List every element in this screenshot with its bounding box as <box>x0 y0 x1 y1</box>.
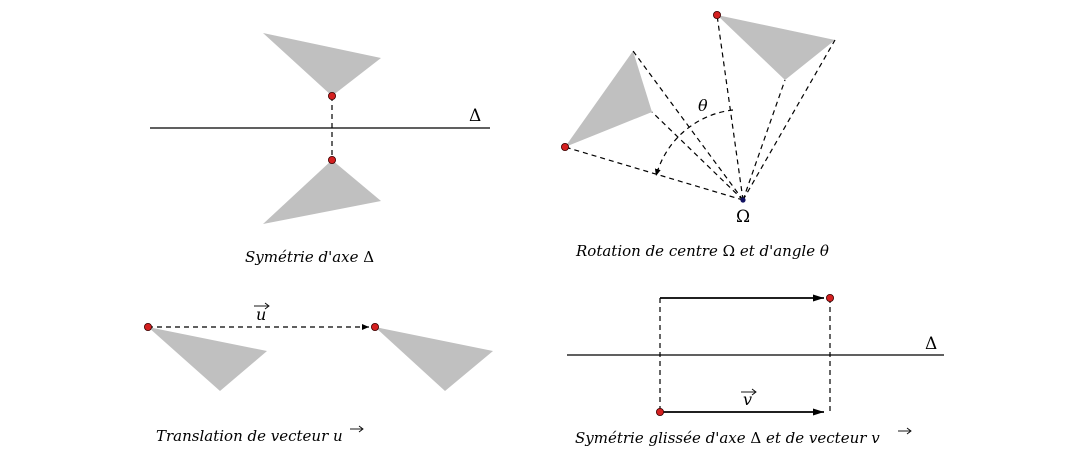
vector-v-label: v <box>741 388 757 409</box>
image-point <box>826 293 835 302</box>
caption-symbol-2: θ <box>820 242 829 260</box>
original-triangle <box>148 327 267 391</box>
ray-to-original-vertex-2 <box>651 111 744 201</box>
caption-symbol-2: v <box>871 429 880 447</box>
image-point <box>370 322 379 331</box>
original-point <box>561 142 570 151</box>
rotation-panel: θ Ω Rotation de centre Ω et d'angle θ <box>561 10 836 260</box>
caption-text: Translation de vecteur <box>156 427 333 445</box>
caption-symbol: Δ <box>363 248 374 266</box>
original-triangle <box>263 33 381 96</box>
glide-caption: Symétrie glissée d'axe Δ et de vecteur v <box>575 429 880 447</box>
axis-label: Δ <box>469 106 481 126</box>
caption-text: Symétrie d'axe <box>245 248 363 266</box>
ray-to-image-point <box>716 14 744 201</box>
rotation-center <box>740 197 746 203</box>
glide-reflection-panel: Δ v Symétrie glissée d'axe Δ et de vecte… <box>567 293 944 447</box>
caption-overarrow <box>898 427 912 435</box>
caption-text-2: et de vecteur <box>761 429 871 447</box>
rotated-triangle <box>717 15 835 80</box>
original-point <box>143 322 152 331</box>
axis-label: Δ <box>925 334 937 354</box>
reflection-panel: Δ Symétrie d'axe Δ <box>150 33 490 266</box>
original-point <box>327 92 336 101</box>
rotation-angle-arc <box>654 109 734 177</box>
vector-letter: v <box>743 390 752 409</box>
vector-letter: u <box>256 305 266 324</box>
translated-triangle <box>375 327 493 391</box>
caption-overarrow <box>350 425 364 433</box>
angle-label: θ <box>698 96 708 115</box>
caption-text-1: Symétrie glissée d'axe <box>575 429 750 447</box>
rotation-caption: Rotation de centre Ω et d'angle θ <box>575 242 829 260</box>
center-label: Ω <box>736 207 750 227</box>
caption-text-1: Rotation de centre <box>575 242 723 260</box>
caption-symbol: u <box>333 427 343 445</box>
original-triangle <box>565 51 652 147</box>
ray-to-original-point <box>564 146 744 201</box>
vector-overarrow-head <box>751 388 757 396</box>
caption-text-2: et d'angle <box>735 242 820 260</box>
ray-to-image-vertex-1 <box>742 39 836 201</box>
original-point <box>656 407 665 416</box>
reflection-caption: Symétrie d'axe Δ <box>245 248 374 266</box>
translation-panel: u Translation de vecteur u <box>143 302 493 445</box>
image-point <box>713 10 722 19</box>
ray-to-image-vertex-2 <box>742 79 786 201</box>
vector-overarrow-head <box>264 302 270 310</box>
image-point <box>327 155 336 164</box>
caption-symbol-1: Ω <box>723 242 735 260</box>
translation-caption: Translation de vecteur u <box>156 427 343 445</box>
caption-symbol-1: Δ <box>750 429 761 447</box>
ray-to-original-vertex-1 <box>632 50 744 201</box>
reflected-triangle <box>263 160 381 224</box>
vector-u-label: u <box>254 302 270 324</box>
